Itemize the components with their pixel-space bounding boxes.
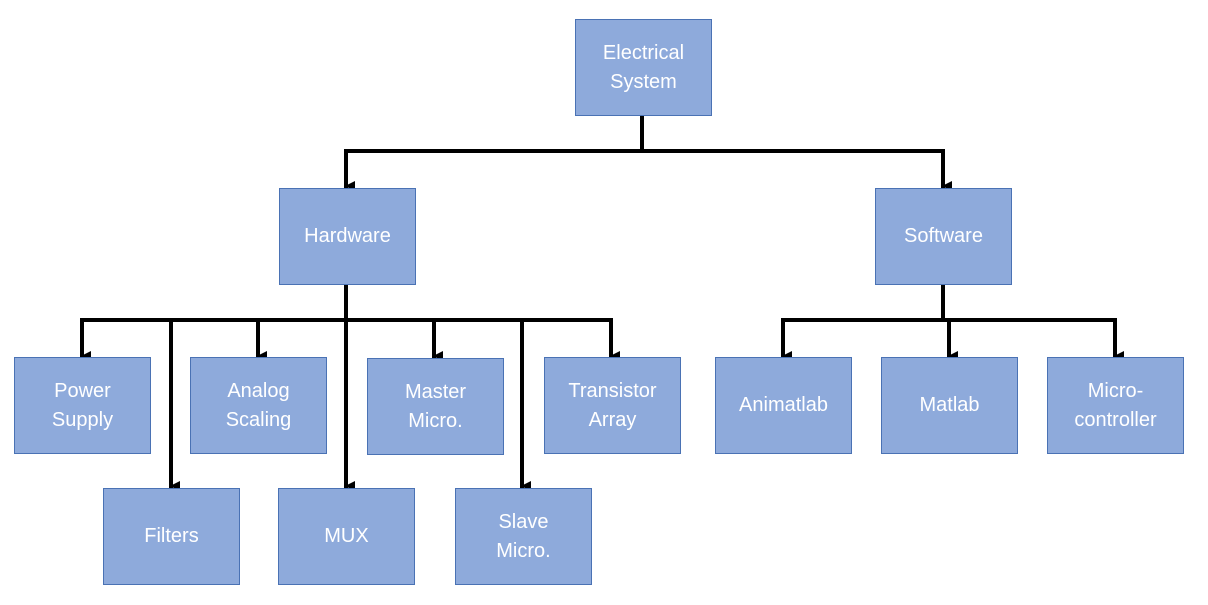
node-label: Master Micro. xyxy=(404,380,467,432)
node-software: Software xyxy=(875,188,1012,285)
node-transistor-array: Transistor Array xyxy=(544,357,681,454)
node-label: Analog Scaling xyxy=(225,379,292,431)
node-label: Matlab xyxy=(919,394,980,416)
node-label: Filters xyxy=(144,525,199,547)
node-mux: MUX xyxy=(278,488,415,585)
node-label: MUX xyxy=(324,525,369,547)
node-label: Electrical System xyxy=(602,41,685,93)
node-hardware: Hardware xyxy=(279,188,416,285)
node-label: Slave Micro. xyxy=(496,510,551,562)
node-label: Hardware xyxy=(304,225,391,247)
node-animatlab: Animatlab xyxy=(715,357,852,454)
node-power-supply: Power Supply xyxy=(14,357,151,454)
node-microcontroller: Micro- controller xyxy=(1047,357,1184,454)
node-label: Animatlab xyxy=(739,394,828,416)
node-electrical-system: Electrical System xyxy=(575,19,712,116)
node-slave-micro: Slave Micro. xyxy=(455,488,592,585)
node-label: Power Supply xyxy=(51,379,114,431)
node-filters: Filters xyxy=(103,488,240,585)
node-matlab: Matlab xyxy=(881,357,1018,454)
node-label: Micro- controller xyxy=(1074,379,1157,431)
node-master-micro: Master Micro. xyxy=(367,358,504,455)
node-label: Software xyxy=(904,225,983,247)
node-analog-scaling: Analog Scaling xyxy=(190,357,327,454)
node-label: Transistor Array xyxy=(568,379,657,431)
